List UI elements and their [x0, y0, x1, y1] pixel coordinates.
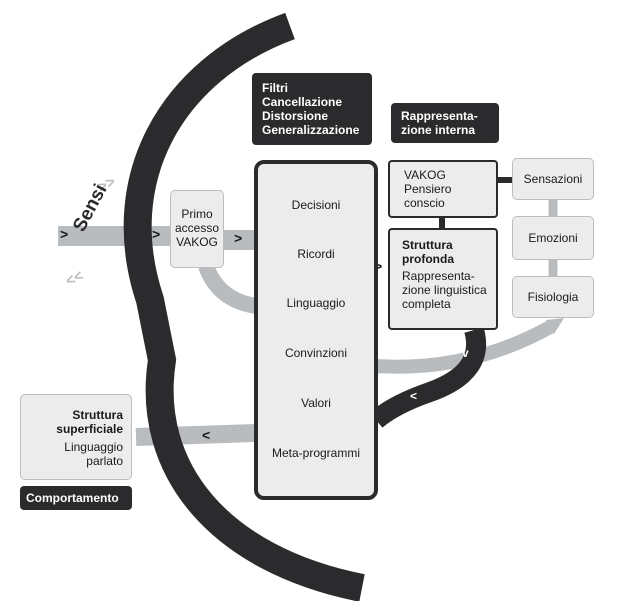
vakog-line: conscio [404, 196, 445, 210]
primo-down-curve [198, 263, 258, 314]
emozioni-box: Emozioni [512, 216, 594, 260]
primo-accesso-line: VAKOG [176, 235, 218, 249]
vakog-line: VAKOG [404, 168, 446, 182]
sensazioni-box: Sensazioni [512, 158, 594, 200]
filtri-box: Filtri Cancellazione Distorsione General… [252, 73, 372, 145]
profonda-body: zione linguistica [402, 283, 487, 297]
struttura-profonda-box: Struttura profonda Rappresenta- zione li… [388, 228, 498, 330]
core-processing-box [254, 160, 378, 500]
core-item-meta-programmi: Meta-programmi [271, 446, 361, 460]
comportamento-label: Comportamento [20, 486, 132, 510]
emozioni-label: Emozioni [528, 231, 578, 245]
filtri-item: Distorsione [262, 109, 329, 123]
rappresentazione-interna-box: Rappresenta- zione interna [391, 103, 499, 143]
feedback-arrow-icon: v [462, 346, 469, 360]
struttura-superficiale-box: Struttura superficiale Linguaggio parlat… [20, 394, 132, 480]
sensi-arrow-icon: > [60, 226, 69, 242]
core-item-convinzioni: Convinzioni [284, 346, 348, 360]
superficiale-title: superficiale [56, 422, 123, 436]
superficiale-arrow-icon: < [202, 427, 211, 443]
profonda-body: completa [402, 297, 451, 311]
core-item-ricordi: Ricordi [297, 247, 335, 261]
primo-to-core-arrow-icon: > [234, 230, 243, 246]
head-silhouette [123, 12, 365, 601]
core-item-linguaggio: Linguaggio [286, 296, 346, 310]
core-item-valori: Valori [301, 396, 331, 410]
rappresentazione-line: zione interna [401, 123, 476, 137]
superficiale-title: Struttura [72, 408, 123, 422]
superficiale-body: Linguaggio [64, 440, 123, 454]
fisiologia-box: Fisiologia [512, 276, 594, 318]
core-to-profonda-arrow-icon: > [374, 258, 383, 274]
superficiale-body: parlato [86, 454, 123, 468]
filtri-title: Filtri [262, 81, 288, 95]
primo-accesso-line: accesso [174, 221, 220, 235]
profonda-title: profonda [402, 252, 454, 266]
vakog-pensiero-box: VAKOG Pensiero conscio [388, 160, 498, 218]
primo-accesso-line: Primo [181, 207, 213, 221]
feedback-arrow-icon: < [410, 389, 418, 403]
filtri-item: Generalizzazione [262, 123, 360, 137]
profonda-body: Rappresenta- [402, 269, 475, 283]
filtri-item: Cancellazione [262, 95, 343, 109]
profonda-title: Struttura [402, 238, 453, 252]
profonda-feedback-loop [369, 327, 487, 428]
rappresentazione-line: Rappresenta- [401, 109, 478, 123]
core-item-decisioni: Decisioni [291, 198, 341, 212]
vakog-line: Pensiero [404, 182, 452, 196]
fisiologia-label: Fisiologia [527, 290, 579, 304]
primo-accesso-box: Primo accesso VAKOG [170, 190, 224, 268]
sensi-arrow-icon: > [152, 226, 161, 242]
sensazioni-label: Sensazioni [523, 172, 583, 186]
fisiologia-arrowhead [546, 318, 564, 334]
